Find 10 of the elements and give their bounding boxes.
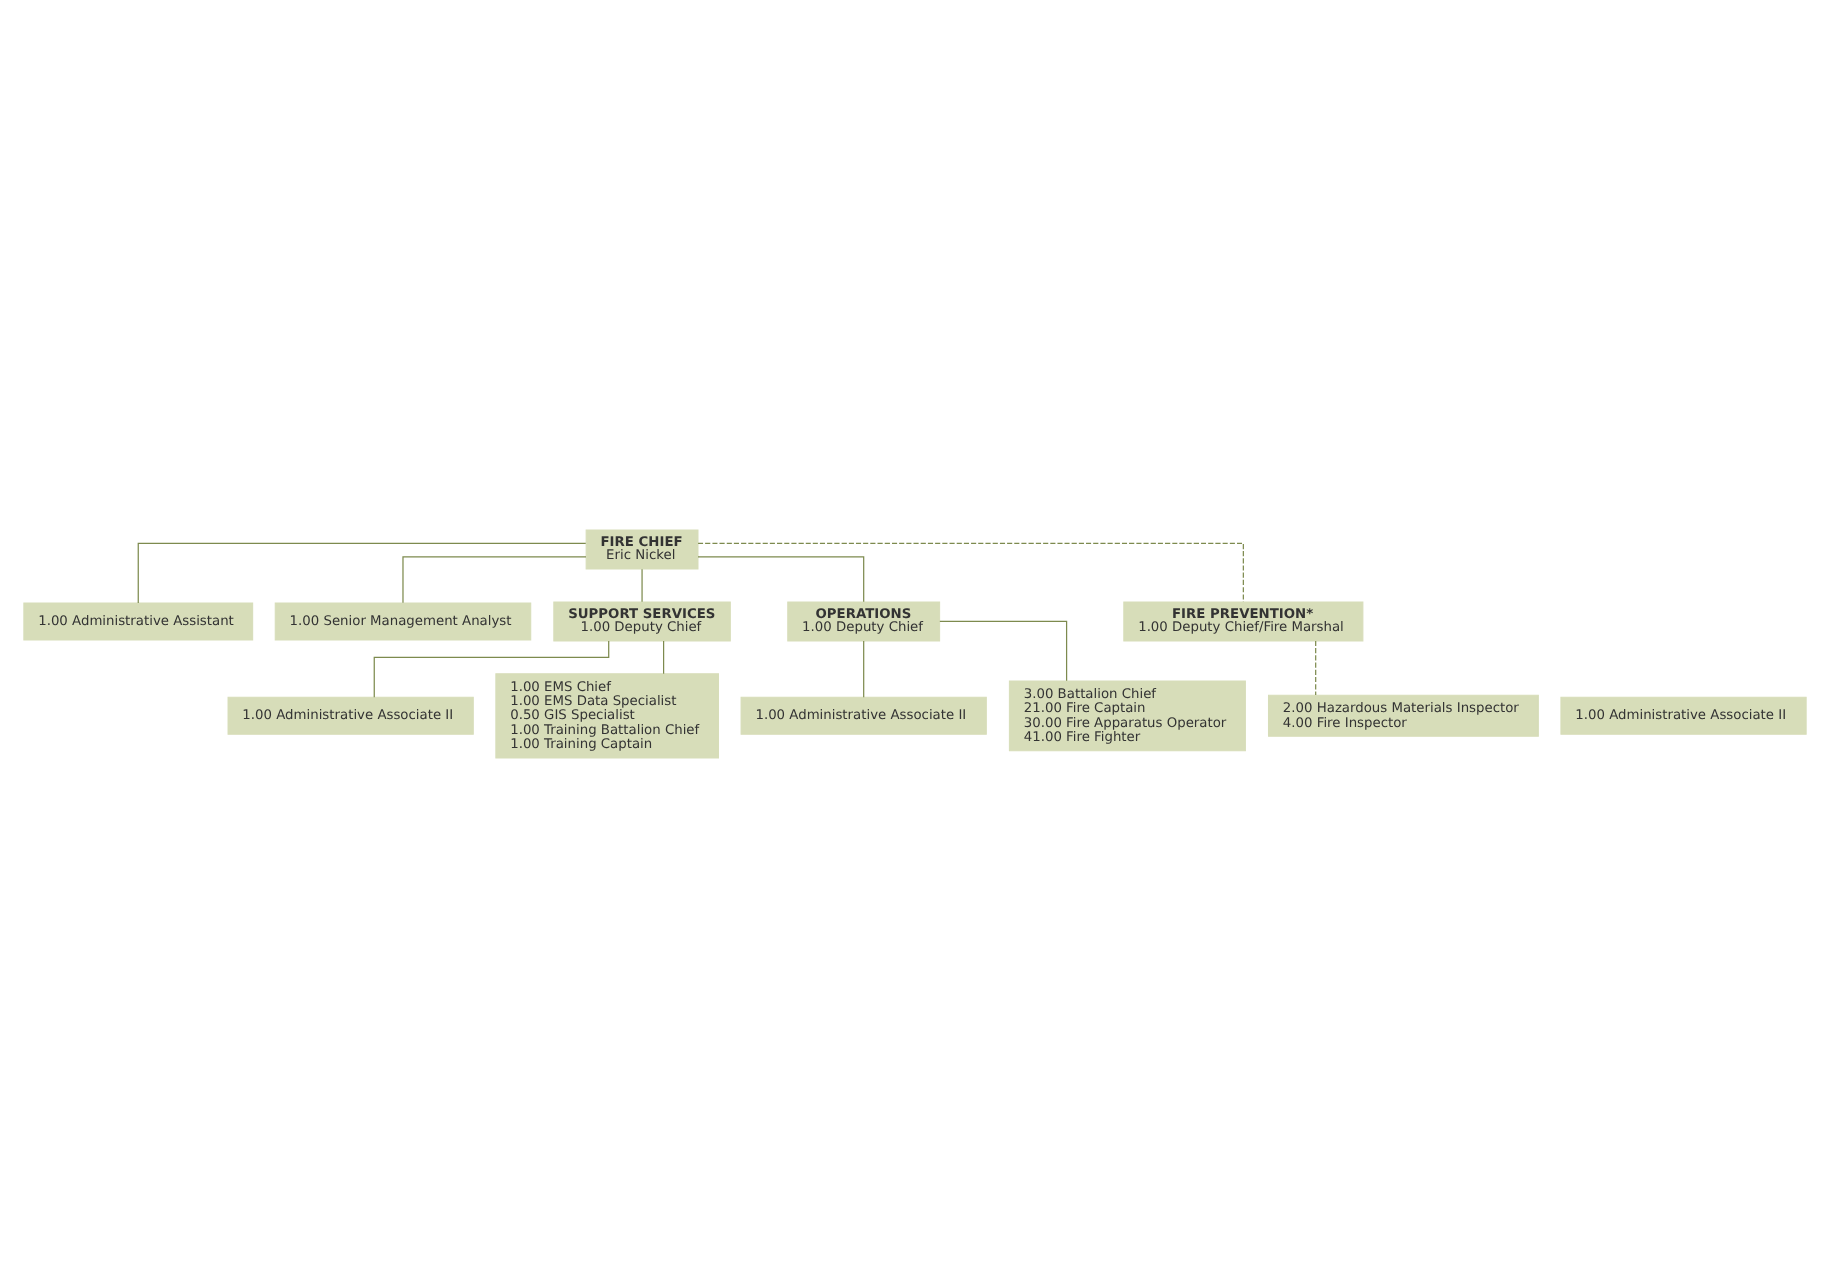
connector: [137, 542, 587, 604]
connector: [663, 640, 665, 675]
connector: [402, 556, 587, 604]
connector: [697, 542, 1244, 603]
connector: [697, 556, 865, 603]
connector: [863, 640, 865, 698]
connector: [373, 640, 610, 698]
connector: [641, 568, 643, 603]
connector: [939, 620, 1068, 682]
connector: [1315, 640, 1317, 696]
